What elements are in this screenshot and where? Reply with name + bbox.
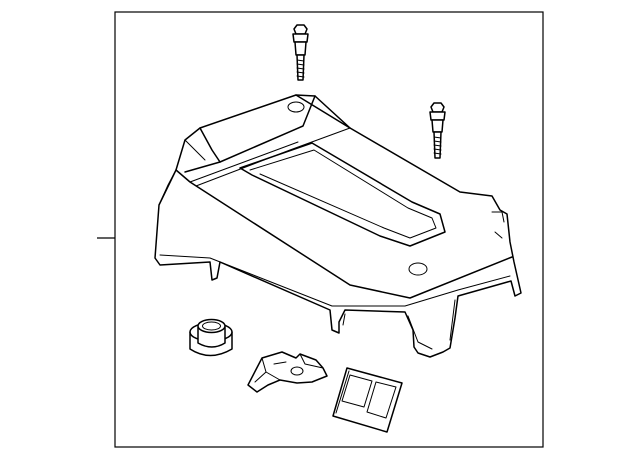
bracket-icon (247, 351, 328, 393)
grommet-icon (189, 318, 233, 357)
bolt-icon (429, 102, 446, 159)
pad-icon (332, 367, 403, 433)
engine-cover-icon (154, 94, 522, 358)
diagram-frame (114, 11, 544, 448)
bolt-icon (292, 24, 309, 81)
